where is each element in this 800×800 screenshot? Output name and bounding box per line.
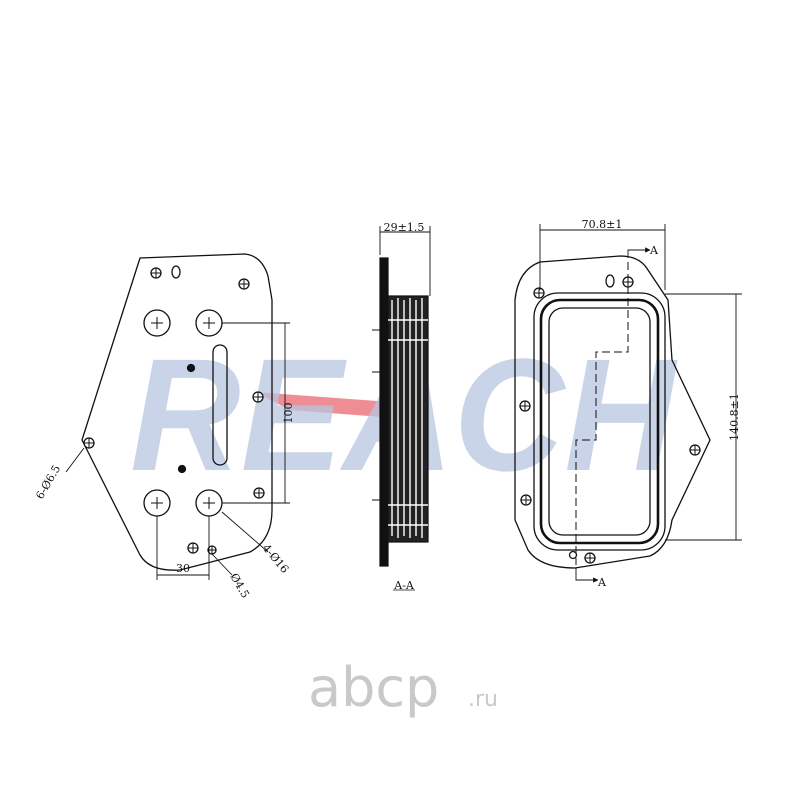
label-ports: 4-Ø16 [260,542,292,576]
section-mark-bottom: A [597,576,607,589]
gasket-outer [533,292,666,551]
dim-side-width: 29±1.5 [384,221,425,234]
section-line [575,262,629,565]
label-mounting-holes: 6-Ø6.5 [33,463,63,502]
dim-back-height: 140.8±1 [728,393,741,441]
logo-name: abcp [308,656,439,719]
back-plate-outline [514,255,711,569]
side-view [372,226,431,591]
abcp-logo: abcp .ru [308,656,498,719]
center-slot [212,344,228,466]
base-plate [379,257,389,567]
logo-suffix: .ru [468,687,498,712]
section-label: A-A [393,579,415,592]
label-small-hole: Ø4.5 [227,571,252,600]
dim-30: 30 [176,562,190,575]
dim-100: 100 [282,403,295,424]
oval-slot [171,265,181,279]
front-view [65,253,290,580]
dim-back-width: 70.8±1 [582,218,623,231]
front-plate-outline [81,253,273,571]
gasket-inner [539,298,660,545]
section-mark-top: A [649,244,659,257]
back-view [514,224,742,583]
